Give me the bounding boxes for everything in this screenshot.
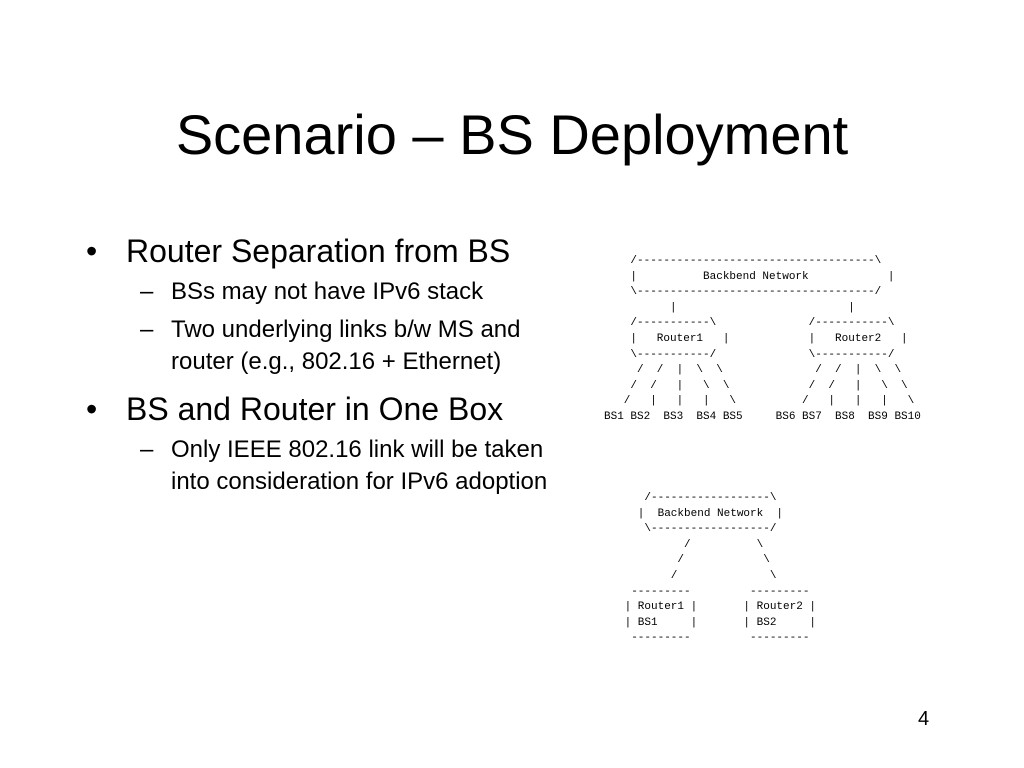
sub-bullet-item: – Only IEEE 802.16 link will be taken in…: [126, 434, 556, 498]
sub-bullet-marker: –: [140, 278, 154, 305]
bullet-text: BS and Router in One Box: [126, 391, 504, 427]
bullet-list: • Router Separation from BS – BSs may no…: [86, 232, 556, 510]
sub-bullet-text: Two underlying links b/w MS and router (…: [171, 316, 521, 375]
sub-bullet-item: – Two underlying links b/w MS and router…: [126, 314, 556, 378]
bullet-marker: •: [86, 391, 98, 427]
bullet-marker: •: [86, 233, 98, 269]
bullet-item: • Router Separation from BS – BSs may no…: [86, 232, 556, 378]
page-number: 4: [918, 708, 930, 730]
sub-bullet-text: BSs may not have IPv6 stack: [171, 278, 484, 305]
sub-bullet-text: Only IEEE 802.16 link will be taken into…: [171, 436, 548, 495]
ascii-diagram-router-separation: /------------------------------------\ |…: [604, 255, 921, 423]
sub-bullet-item: – BSs may not have IPv6 stack: [126, 276, 556, 308]
slide-title: Scenario – BS Deployment: [175, 103, 849, 166]
bullet-item: • BS and Router in One Box – Only IEEE 8…: [86, 390, 556, 498]
ascii-diagram-router-in-box: /------------------\ | Backbend Network …: [624, 492, 817, 645]
sub-bullet-marker: –: [140, 316, 154, 343]
bullet-text: Router Separation from BS: [126, 233, 511, 269]
sub-bullet-marker: –: [140, 436, 154, 463]
